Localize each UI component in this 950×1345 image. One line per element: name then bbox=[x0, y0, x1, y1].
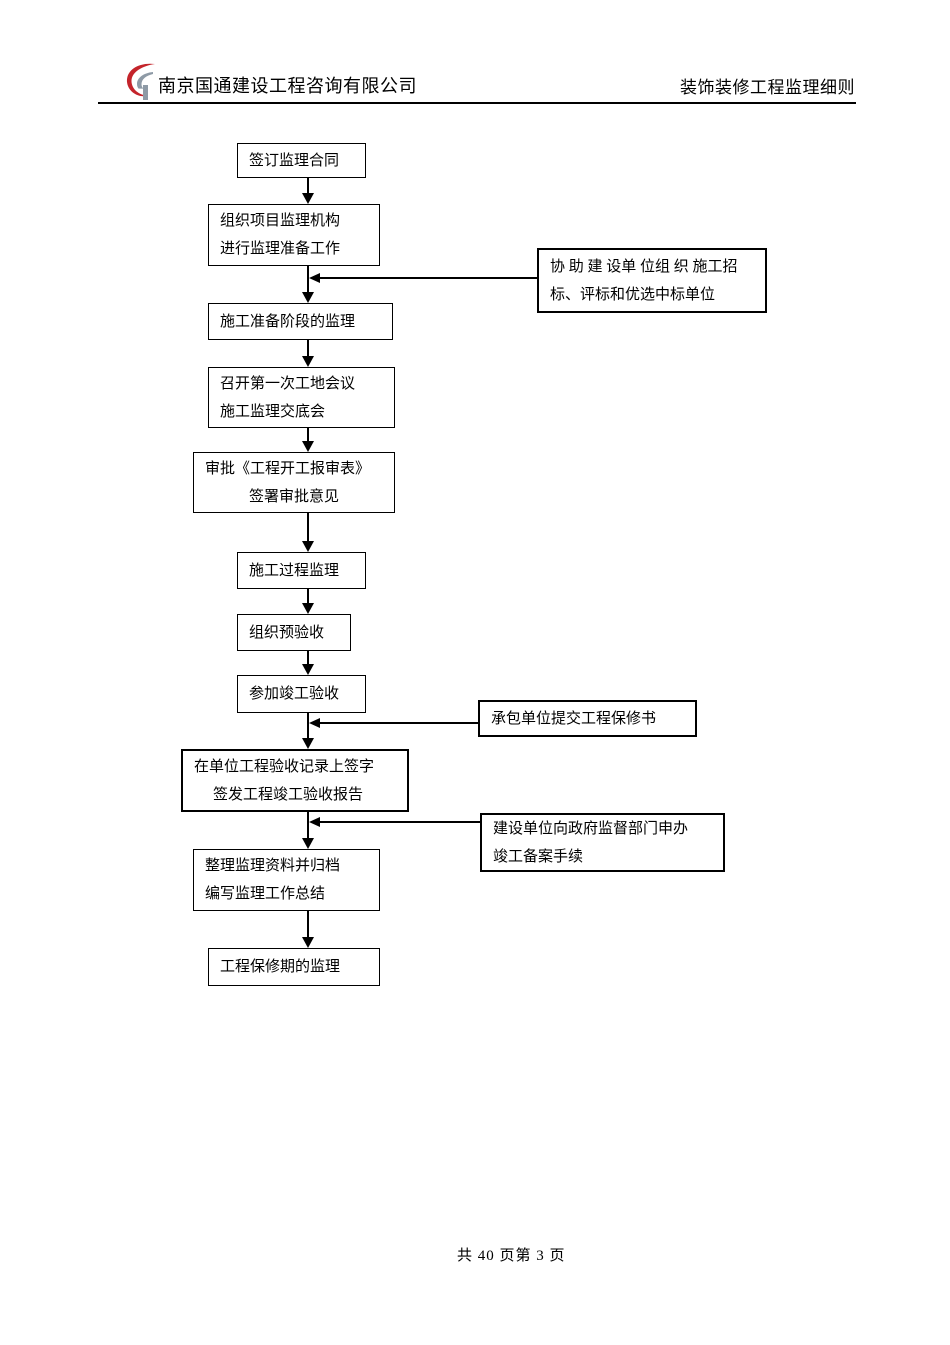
flow-node-line: 在单位工程验收记录上签字 bbox=[194, 758, 375, 775]
flow-node-archive-supervision-data: 整理监理资料并归档 编写监理工作总结 bbox=[193, 849, 380, 911]
flow-node-line: 承包单位提交工程保修书 bbox=[491, 710, 657, 727]
connector-vertical-2 bbox=[307, 265, 309, 296]
connector-vertical-8 bbox=[307, 713, 309, 740]
flow-node-line: 竣工备案手续 bbox=[493, 848, 584, 865]
arrow-down-icon bbox=[302, 664, 314, 675]
flow-node-line: 施工过程监理 bbox=[249, 562, 340, 579]
flow-node-line: 签发工程竣工验收报告 bbox=[213, 786, 364, 803]
side-node-completion-filing-procedures: 建设单位向政府监督部门申办 竣工备案手续 bbox=[480, 813, 725, 872]
flow-node-construction-prep-supervision: 施工准备阶段的监理 bbox=[208, 303, 393, 340]
flow-node-sign-supervision-contract: 签订监理合同 bbox=[237, 143, 366, 178]
flow-node-line: 施工监理交底会 bbox=[220, 403, 326, 420]
arrow-left-icon bbox=[309, 718, 320, 728]
connector-vertical-9 bbox=[307, 812, 309, 840]
arrow-left-icon bbox=[309, 817, 320, 827]
connector-contractor-warranty bbox=[320, 722, 478, 724]
flow-node-line: 编写监理工作总结 bbox=[205, 886, 326, 902]
flow-node-first-site-meeting: 召开第一次工地会议 施工监理交底会 bbox=[208, 367, 395, 428]
flow-node-line: 标、评标和优选中标单位 bbox=[550, 286, 716, 303]
connector-filing-procedures bbox=[320, 821, 480, 823]
arrow-down-icon bbox=[302, 441, 314, 452]
flow-node-organize-project-supervision: 组织项目监理机构 进行监理准备工作 bbox=[208, 204, 380, 266]
connector-vertical-10 bbox=[307, 911, 309, 939]
arrow-down-icon bbox=[302, 738, 314, 749]
flow-node-line: 组织预验收 bbox=[249, 624, 325, 641]
company-name: 南京国通建设工程咨询有限公司 bbox=[158, 76, 417, 96]
flow-node-organize-pre-acceptance: 组织预验收 bbox=[237, 614, 351, 651]
flow-node-line: 参加竣工验收 bbox=[249, 686, 340, 702]
flow-node-construction-process-supervision: 施工过程监理 bbox=[237, 552, 366, 589]
side-node-contractor-warranty-book: 承包单位提交工程保修书 bbox=[478, 700, 697, 737]
flow-node-line: 整理监理资料并归档 bbox=[205, 858, 341, 874]
arrow-down-icon bbox=[302, 193, 314, 204]
page-number: 共 40 页第 3 页 bbox=[457, 1248, 566, 1264]
arrow-down-icon bbox=[302, 937, 314, 948]
arrow-down-icon bbox=[302, 356, 314, 367]
arrow-down-icon bbox=[302, 541, 314, 552]
flow-node-line: 进行监理准备工作 bbox=[220, 241, 341, 257]
connector-vertical-7 bbox=[307, 651, 309, 666]
arrow-down-icon bbox=[302, 292, 314, 303]
flow-node-line: 协 助 建 设单 位组 织 施工招 bbox=[550, 258, 738, 275]
flow-node-line: 签署审批意见 bbox=[248, 488, 339, 505]
header-rule bbox=[98, 102, 856, 104]
connector-assist-bidding bbox=[320, 277, 537, 279]
connector-vertical-1 bbox=[307, 178, 309, 195]
flow-node-line: 工程保修期的监理 bbox=[220, 959, 341, 975]
arrow-down-icon bbox=[302, 603, 314, 614]
arrow-left-icon bbox=[309, 273, 320, 283]
company-logo-icon bbox=[126, 63, 155, 100]
flow-node-line: 审批《工程开工报审表》 bbox=[205, 460, 371, 477]
flow-node-sign-acceptance-record: 在单位工程验收记录上签字 签发工程竣工验收报告 bbox=[181, 749, 409, 812]
connector-vertical-6 bbox=[307, 589, 309, 605]
flow-node-line: 建设单位向政府监督部门申办 bbox=[493, 820, 689, 837]
flow-node-line: 召开第一次工地会议 bbox=[220, 375, 356, 392]
document-title: 装饰装修工程监理细则 bbox=[680, 78, 855, 97]
arrow-down-icon bbox=[302, 838, 314, 849]
flow-node-line: 施工准备阶段的监理 bbox=[220, 313, 356, 330]
flow-node-line: 组织项目监理机构 bbox=[220, 213, 341, 229]
connector-vertical-3 bbox=[307, 340, 309, 358]
connector-vertical-5 bbox=[307, 513, 309, 543]
flow-node-warranty-period-supervision: 工程保修期的监理 bbox=[208, 948, 380, 986]
flow-node-line: 签订监理合同 bbox=[249, 152, 340, 169]
flow-node-approve-start-report: 审批《工程开工报审表》 签署审批意见 bbox=[193, 452, 395, 513]
flow-node-attend-completion-acceptance: 参加竣工验收 bbox=[237, 675, 366, 713]
connector-vertical-4 bbox=[307, 428, 309, 443]
side-node-assist-bidding: 协 助 建 设单 位组 织 施工招 标、评标和优选中标单位 bbox=[537, 248, 767, 313]
